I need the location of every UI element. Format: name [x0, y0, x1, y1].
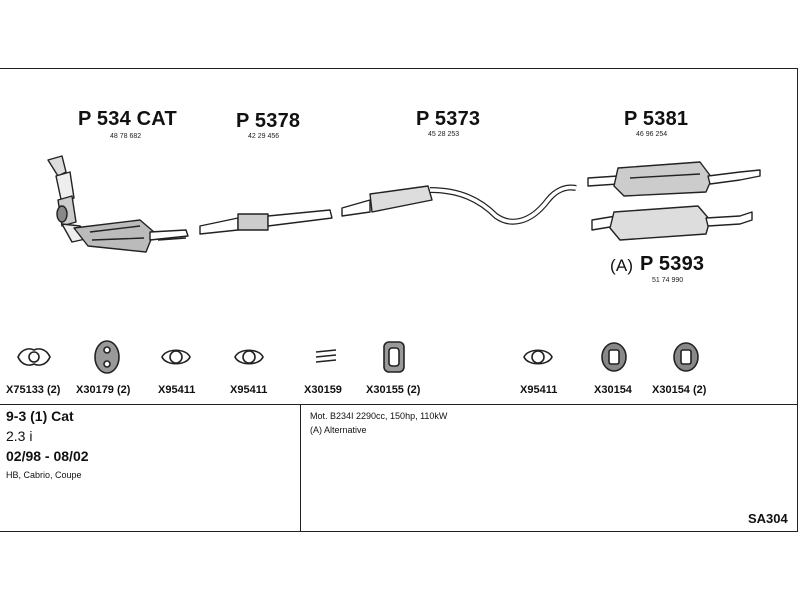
front-pipe-icon: [199, 209, 333, 235]
fitting-code: X95411: [230, 384, 268, 396]
fitting-code: X30179 (2): [76, 384, 131, 396]
fitting-code: X30154: [594, 384, 632, 396]
clamp-icon: [234, 349, 264, 365]
part-label-rear-silencer: P 5381: [624, 108, 689, 130]
rubber-mount-icon: [94, 340, 120, 374]
fitting-code: X30154 (2): [652, 384, 707, 396]
diagram-frame: [0, 68, 798, 532]
part-label-rear-silencer-alt: P 5393: [640, 253, 705, 275]
rear-silencer-alt-icon: [591, 205, 753, 241]
alternative-note: (A) Alternative: [310, 425, 367, 435]
fitting-code: X75133 (2): [6, 384, 61, 396]
rubber-ring-icon: [601, 342, 627, 372]
rear-silencer-icon: [587, 161, 761, 197]
vehicle-model: 9-3 (1) Cat: [6, 408, 74, 424]
diagram-code: SA304: [748, 511, 788, 526]
rubber-ring-icon: [673, 342, 699, 372]
vehicle-engine: 2.3 i: [6, 428, 33, 444]
divider-vertical: [300, 404, 301, 532]
spring-clip-icon: [315, 349, 337, 363]
oem-number-middle-silencer: 45 28 253: [428, 131, 460, 138]
oem-number-catalyst: 48 78 682: [110, 133, 142, 140]
middle-silencer-icon: [341, 184, 577, 225]
vehicle-years: 02/98 - 08/02: [6, 448, 89, 464]
fitting-code: X30155 (2): [366, 384, 421, 396]
vehicle-body: HB, Cabrio, Coupe: [6, 470, 82, 480]
clamp-icon: [161, 349, 191, 365]
oem-number-rear-silencer: 46 96 254: [636, 131, 668, 138]
clamp-icon: [523, 349, 553, 365]
fitting-code: X30159: [304, 384, 342, 396]
oem-number-front-pipe: 42 29 456: [248, 133, 280, 140]
fitting-code: X95411: [520, 384, 558, 396]
oem-number-rear-silencer-alt: 51 74 990: [652, 277, 684, 284]
catalyst-icon: [47, 155, 189, 253]
part-label-front-pipe: P 5378: [236, 110, 301, 132]
rubber-hanger-icon: [383, 341, 405, 373]
alternative-marker: (A): [610, 256, 634, 275]
gasket-icon: [17, 348, 51, 366]
part-label-middle-silencer: P 5373: [416, 108, 481, 130]
fitting-code: X95411: [158, 384, 196, 396]
part-label-catalyst: P 534 CAT: [78, 108, 177, 130]
motor-note: Mot. B234I 2290cc, 150hp, 110kW: [310, 411, 448, 421]
divider-horizontal: [0, 404, 798, 405]
